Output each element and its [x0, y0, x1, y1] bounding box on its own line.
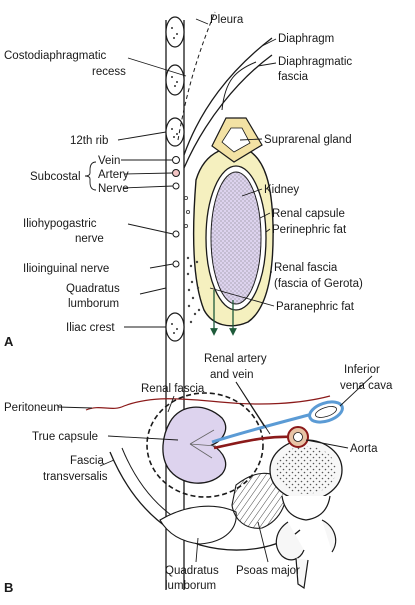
iliac-crest-bone — [165, 312, 185, 342]
ribs — [165, 16, 185, 342]
iliohypogastric-nerve-section — [172, 230, 180, 238]
label-renal-fascia-1: Renal fascia — [274, 262, 338, 274]
fascia-transversalis-line — [109, 451, 301, 551]
label-diaphragm: Diaphragm — [278, 33, 334, 45]
subcostal-bundle — [172, 156, 180, 268]
diaphragmatic-fascia-line — [221, 61, 257, 111]
label-suprarenal-gland: Suprarenal gland — [264, 134, 352, 146]
label-nerve: Nerve — [98, 183, 129, 195]
panel-b-leaders — [57, 375, 373, 563]
label-diaphragmatic-fascia-1: Diaphragmatic — [278, 56, 352, 68]
label-subcostal: Subcostal — [30, 171, 81, 183]
panel-b-letter: B — [4, 580, 13, 595]
label-artery: Artery — [98, 169, 129, 181]
label-renal-fascia-b: Renal fascia — [141, 383, 205, 395]
label-fascia-transversalis-1: Fascia — [70, 455, 104, 467]
panel-a: Pleura Costodiaphragmatic recess Diaphra… — [4, 11, 363, 590]
aorta — [287, 426, 309, 448]
label-ilioinguinal-nerve: Ilioinguinal nerve — [23, 263, 109, 275]
label-psoas-major: Psoas major — [236, 565, 300, 577]
label-iliohypogastric-1: Iliohypogastric — [23, 218, 97, 230]
label-12th-rib: 12th rib — [70, 135, 108, 147]
rib-2 — [165, 64, 185, 96]
diaphragm-pleura — [177, 11, 273, 169]
label-paranephric-fat: Paranephric fat — [276, 301, 355, 313]
label-renal-fascia-2: (fascia of Gerota) — [274, 278, 363, 290]
panel-a-leaders — [84, 18, 277, 328]
label-quadratus-1: Quadratus — [66, 283, 120, 295]
label-renal-artery-vein-1: Renal artery — [204, 353, 267, 365]
label-iliohypogastric-2: nerve — [75, 233, 104, 245]
label-kidney: Kidney — [264, 184, 299, 196]
subcostal-vein — [172, 156, 180, 164]
label-peritoneum: Peritoneum — [4, 402, 63, 414]
label-quadratus-b-2: lumborum — [165, 580, 216, 592]
rib-1 — [165, 16, 185, 48]
posterior-wall — [165, 20, 185, 590]
label-costodiaphragmatic-recess-1: Costodiaphragmatic — [4, 50, 107, 62]
label-diaphragmatic-fascia-2: fascia — [278, 71, 309, 83]
subcostal-nerve — [172, 182, 180, 190]
paranephric-fat-dots — [183, 195, 201, 324]
vertebra — [269, 439, 343, 590]
panel-b-labels: Renal artery and vein Inferior vena cava… — [4, 353, 393, 592]
diaphragm-line-1 — [183, 37, 273, 156]
label-quadratus-b-1: Quadratus — [165, 565, 219, 577]
kidney-b — [162, 406, 227, 484]
subcostal-artery — [172, 169, 180, 177]
panel-a-letter: A — [4, 334, 14, 349]
label-quadratus-2: lumborum — [68, 298, 119, 310]
label-true-capsule: True capsule — [32, 431, 98, 443]
ilioinguinal-nerve-section — [172, 260, 180, 268]
label-renal-capsule: Renal capsule — [272, 208, 345, 220]
psoas-major — [231, 472, 287, 529]
label-inferior-vena-cava-2: vena cava — [340, 380, 393, 392]
label-fascia-transversalis-2: transversalis — [43, 471, 108, 483]
panel-b: Renal artery and vein Inferior vena cava… — [4, 353, 393, 595]
label-vein: Vein — [98, 155, 120, 167]
label-renal-artery-vein-2: and vein — [210, 369, 253, 381]
renal-fascia-outline — [146, 392, 264, 498]
label-inferior-vena-cava-1: Inferior — [344, 364, 380, 376]
label-costodiaphragmatic-recess-2: recess — [92, 66, 126, 78]
peritoneum-line — [85, 395, 331, 411]
inferior-vena-cava — [308, 400, 344, 424]
kidney-complex — [183, 117, 274, 336]
quadratus-lumborum — [159, 505, 237, 545]
label-perinephric-fat: Perinephric fat — [272, 224, 347, 236]
label-pleura: Pleura — [210, 14, 244, 26]
label-iliac-crest: Iliac crest — [66, 322, 115, 334]
panel-a-labels: Pleura Costodiaphragmatic recess Diaphra… — [4, 14, 363, 334]
label-aorta: Aorta — [350, 443, 378, 455]
rib-12 — [165, 117, 185, 147]
